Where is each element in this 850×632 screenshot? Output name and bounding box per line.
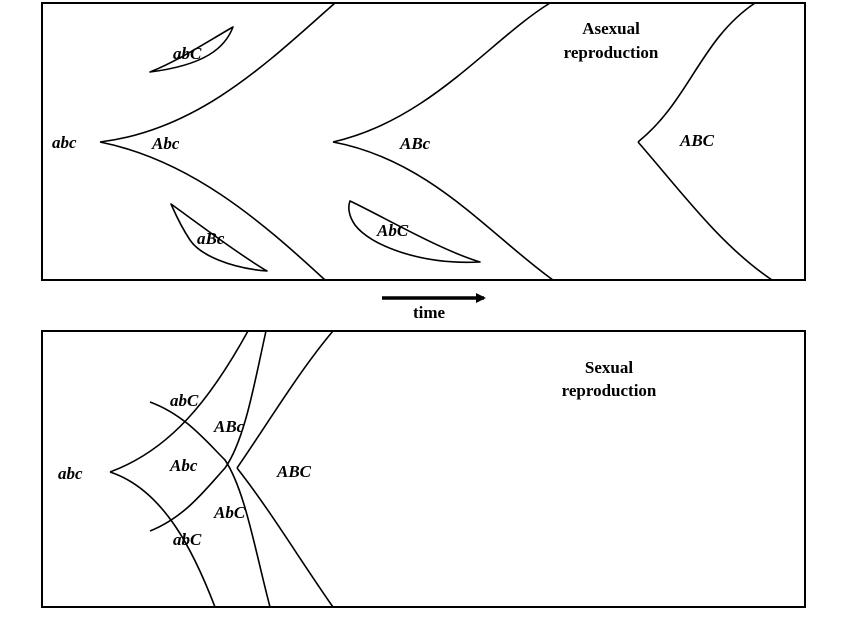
sexual-outer-lineage bbox=[109, 330, 249, 608]
sexual-title-line1: Sexual bbox=[585, 358, 633, 377]
asexual-sweep-ABc bbox=[332, 2, 554, 281]
time-label: time bbox=[413, 303, 446, 322]
asexual-sweep-ABC bbox=[637, 2, 773, 281]
asexual-panel-frame bbox=[41, 2, 806, 281]
asexual-label-aBc: aBc bbox=[197, 229, 225, 248]
sexual-lineage-abC-lower bbox=[149, 330, 267, 532]
sexual-panel: abc abC ABc Abc ABC AbC abC Sexual repro… bbox=[41, 330, 806, 608]
sexual-label-ABc: ABc bbox=[213, 417, 245, 436]
asexual-lost-lineage-aBc bbox=[170, 203, 268, 272]
asexual-panel: abc Abc abC aBc ABc AbC ABC Asexual repr… bbox=[41, 2, 806, 281]
time-axis: time bbox=[382, 293, 486, 322]
asexual-title-line2: reproduction bbox=[564, 43, 659, 62]
asexual-lost-lineage-AbC bbox=[348, 200, 481, 264]
asexual-label-abC: abC bbox=[173, 44, 202, 63]
sexual-label-abc: abc bbox=[58, 464, 83, 483]
asexual-sweep-abc-to-Abc bbox=[99, 2, 336, 281]
sexual-panel-frame bbox=[41, 330, 806, 608]
sexual-title-line2: reproduction bbox=[562, 381, 657, 400]
asexual-title-line1: Asexual bbox=[582, 19, 640, 38]
asexual-label-Abc: Abc bbox=[151, 134, 180, 153]
sexual-label-ABC: ABC bbox=[276, 462, 312, 481]
sexual-label-AbC: AbC bbox=[213, 503, 246, 522]
sexual-sweep-ABC bbox=[236, 330, 334, 608]
sexual-label-abC-lower: abC bbox=[173, 530, 202, 549]
sexual-label-Abc: Abc bbox=[169, 456, 198, 475]
asexual-label-ABC: ABC bbox=[679, 131, 715, 150]
sexual-label-abC-upper: abC bbox=[170, 391, 199, 410]
asexual-label-abc: abc bbox=[52, 133, 77, 152]
asexual-label-ABc: ABc bbox=[399, 134, 431, 153]
asexual-label-AbC: AbC bbox=[376, 221, 409, 240]
asexual-lost-lineage-abC bbox=[149, 26, 234, 73]
